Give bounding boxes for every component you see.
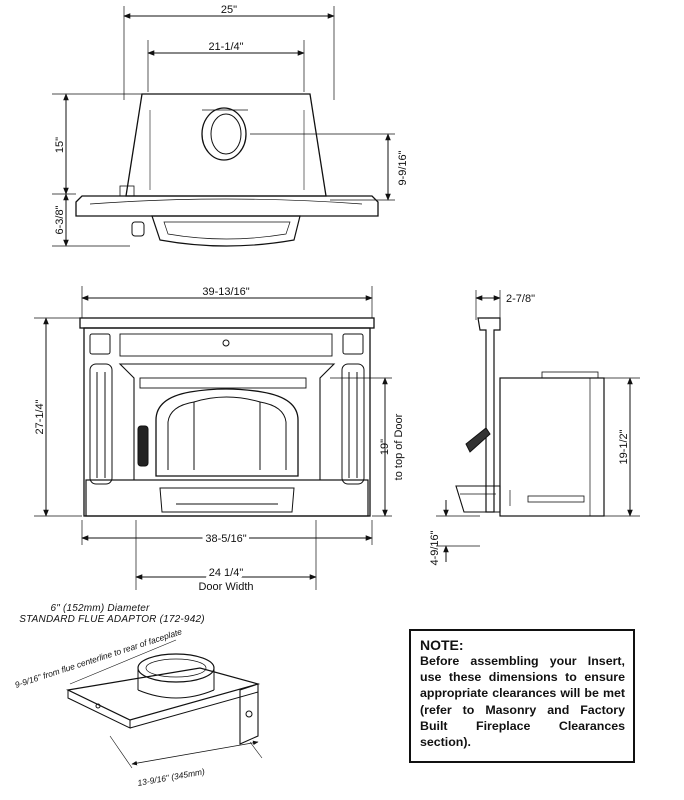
top-view	[52, 6, 395, 247]
flue-width-note: 13-9/16" (345mm)	[137, 766, 206, 788]
top-width-body: 21-1/4"	[208, 41, 243, 53]
side-view-labels: 2-7/8" 19-1/2" 4-9/16"	[429, 293, 630, 566]
note-box: NOTE: Before assembling your Insert, use…	[409, 629, 635, 763]
top-height-right: 9-9/16"	[397, 150, 409, 185]
side-view	[436, 290, 640, 562]
door-height-value: 19"	[379, 439, 391, 455]
side-bottom-offset: 4-9/16"	[429, 530, 441, 565]
side-height: 19-1/2"	[618, 429, 630, 464]
top-faceplate-height: 6-3/8"	[54, 205, 66, 234]
door-height-caption: to top of Door	[393, 413, 405, 480]
flue-diameter: 6" (152mm) Diameter	[50, 603, 150, 614]
front-view	[34, 286, 392, 590]
top-width-overall: 25"	[221, 4, 237, 16]
door-width-caption: Door Width	[198, 581, 253, 593]
side-depth-front: 2-7/8"	[506, 293, 535, 305]
front-width-bottom: 38-5/16"	[205, 533, 246, 545]
top-view-labels: 25" 21-1/4" 15" 6-3/8" 9-9/16"	[54, 4, 409, 234]
front-view-labels: 39-13/16" 38-5/16" 27-1/4" 19" to top of…	[34, 286, 405, 593]
note-title: NOTE:	[420, 637, 464, 653]
note-body: Before assembling your Insert, use these…	[420, 654, 625, 750]
flue-part-name: STANDARD FLUE ADAPTOR (172-942)	[19, 614, 205, 625]
front-width-top: 39-13/16"	[202, 286, 249, 298]
flue-adaptor-labels: 6" (152mm) Diameter STANDARD FLUE ADAPTO…	[14, 603, 206, 788]
top-height-left: 15"	[54, 137, 66, 153]
flue-adaptor-drawing	[66, 639, 263, 769]
front-height: 27-1/4"	[34, 399, 46, 434]
door-width-value: 24 1/4"	[209, 567, 244, 579]
